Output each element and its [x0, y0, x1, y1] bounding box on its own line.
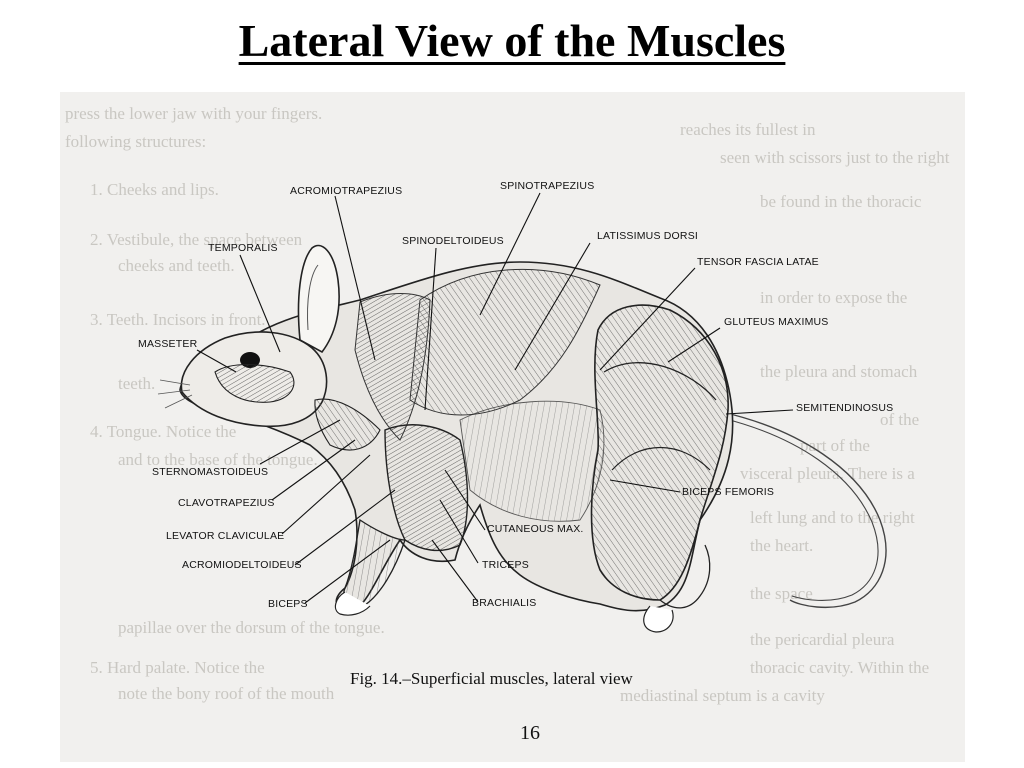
label-clavotrapezius: CLAVOTRAPEZIUS	[178, 497, 275, 509]
label-biceps: BICEPS	[268, 598, 308, 610]
label-tensor-fascia-latae: TENSOR FASCIA LATAE	[697, 256, 819, 268]
ghost-text: mediastinal septum is a cavity	[620, 686, 825, 705]
ghost-text: of the	[880, 410, 920, 429]
textbook-figure: press the lower jaw with your fingers. f…	[60, 92, 965, 762]
ghost-text: 3. Teeth. Incisors in front.	[90, 310, 266, 329]
ghost-text: reaches its fullest in	[680, 120, 816, 139]
label-gluteus-maximus: GLUTEUS MAXIMUS	[724, 316, 829, 328]
label-acromiotrapezius: ACROMIOTRAPEZIUS	[290, 185, 403, 197]
ghost-text: teeth.	[118, 374, 156, 393]
ghost-text: press the lower jaw with your fingers.	[65, 104, 323, 123]
ghost-text: 4. Tongue. Notice the	[90, 422, 237, 441]
label-spinodeltoideus: SPINODELTOIDEUS	[402, 235, 504, 247]
ghost-text: the pericardial pleura	[750, 630, 895, 649]
ghost-text: following structures:	[65, 132, 207, 151]
label-spinotrapezius: SPINOTRAPEZIUS	[500, 180, 595, 192]
label-cutaneous-max: CUTANEOUS MAX.	[487, 523, 584, 535]
label-acromiodeltoideus: ACROMIODELTOIDEUS	[182, 559, 302, 571]
ghost-text: the space	[750, 584, 813, 603]
figure-caption: Fig. 14.–Superficial muscles, lateral vi…	[350, 669, 633, 688]
label-semitendinosus: SEMITENDINOSUS	[796, 402, 894, 414]
label-triceps: TRICEPS	[482, 559, 529, 571]
ghost-text: left lung and to the right	[750, 508, 915, 527]
ghost-text: and to the base of the tongue.	[118, 450, 318, 469]
ghost-text: seen with scissors just to the right	[720, 148, 950, 167]
ghost-text: note the bony roof of the mouth	[118, 684, 335, 703]
slide-title: Lateral View of the Muscles	[238, 15, 786, 66]
ghost-text: the pleura and stomach	[760, 362, 918, 381]
ghost-text: in order to expose the	[760, 288, 908, 307]
rat-muscle-drawing	[157, 192, 887, 633]
ghost-text: papillae over the dorsum of the tongue.	[118, 618, 385, 637]
ghost-text: 1. Cheeks and lips.	[90, 180, 219, 199]
ghost-text: 5. Hard palate. Notice the	[90, 658, 265, 677]
label-levator-claviculae: LEVATOR CLAVICULAE	[166, 530, 285, 542]
ghost-text: thoracic cavity. Within the	[750, 658, 930, 677]
ghost-text: be found in the thoracic	[760, 192, 922, 211]
ghost-text: cheeks and teeth.	[118, 256, 235, 275]
ghost-text: visceral pleura. There is a	[740, 464, 915, 483]
page-number: 16	[520, 722, 540, 744]
ghost-text: the heart.	[750, 536, 814, 555]
label-masseter: MASSETER	[138, 338, 198, 350]
ghost-text: 2. Vestibule, the space between	[90, 230, 303, 249]
label-sternomastoideus: STERNOMASTOIDEUS	[152, 466, 269, 478]
label-brachialis: BRACHIALIS	[472, 597, 537, 609]
label-temporalis: TEMPORALIS	[208, 242, 278, 254]
label-biceps-femoris: BICEPS FEMORIS	[682, 486, 775, 498]
label-latissimus-dorsi: LATISSIMUS DORSI	[597, 230, 699, 242]
